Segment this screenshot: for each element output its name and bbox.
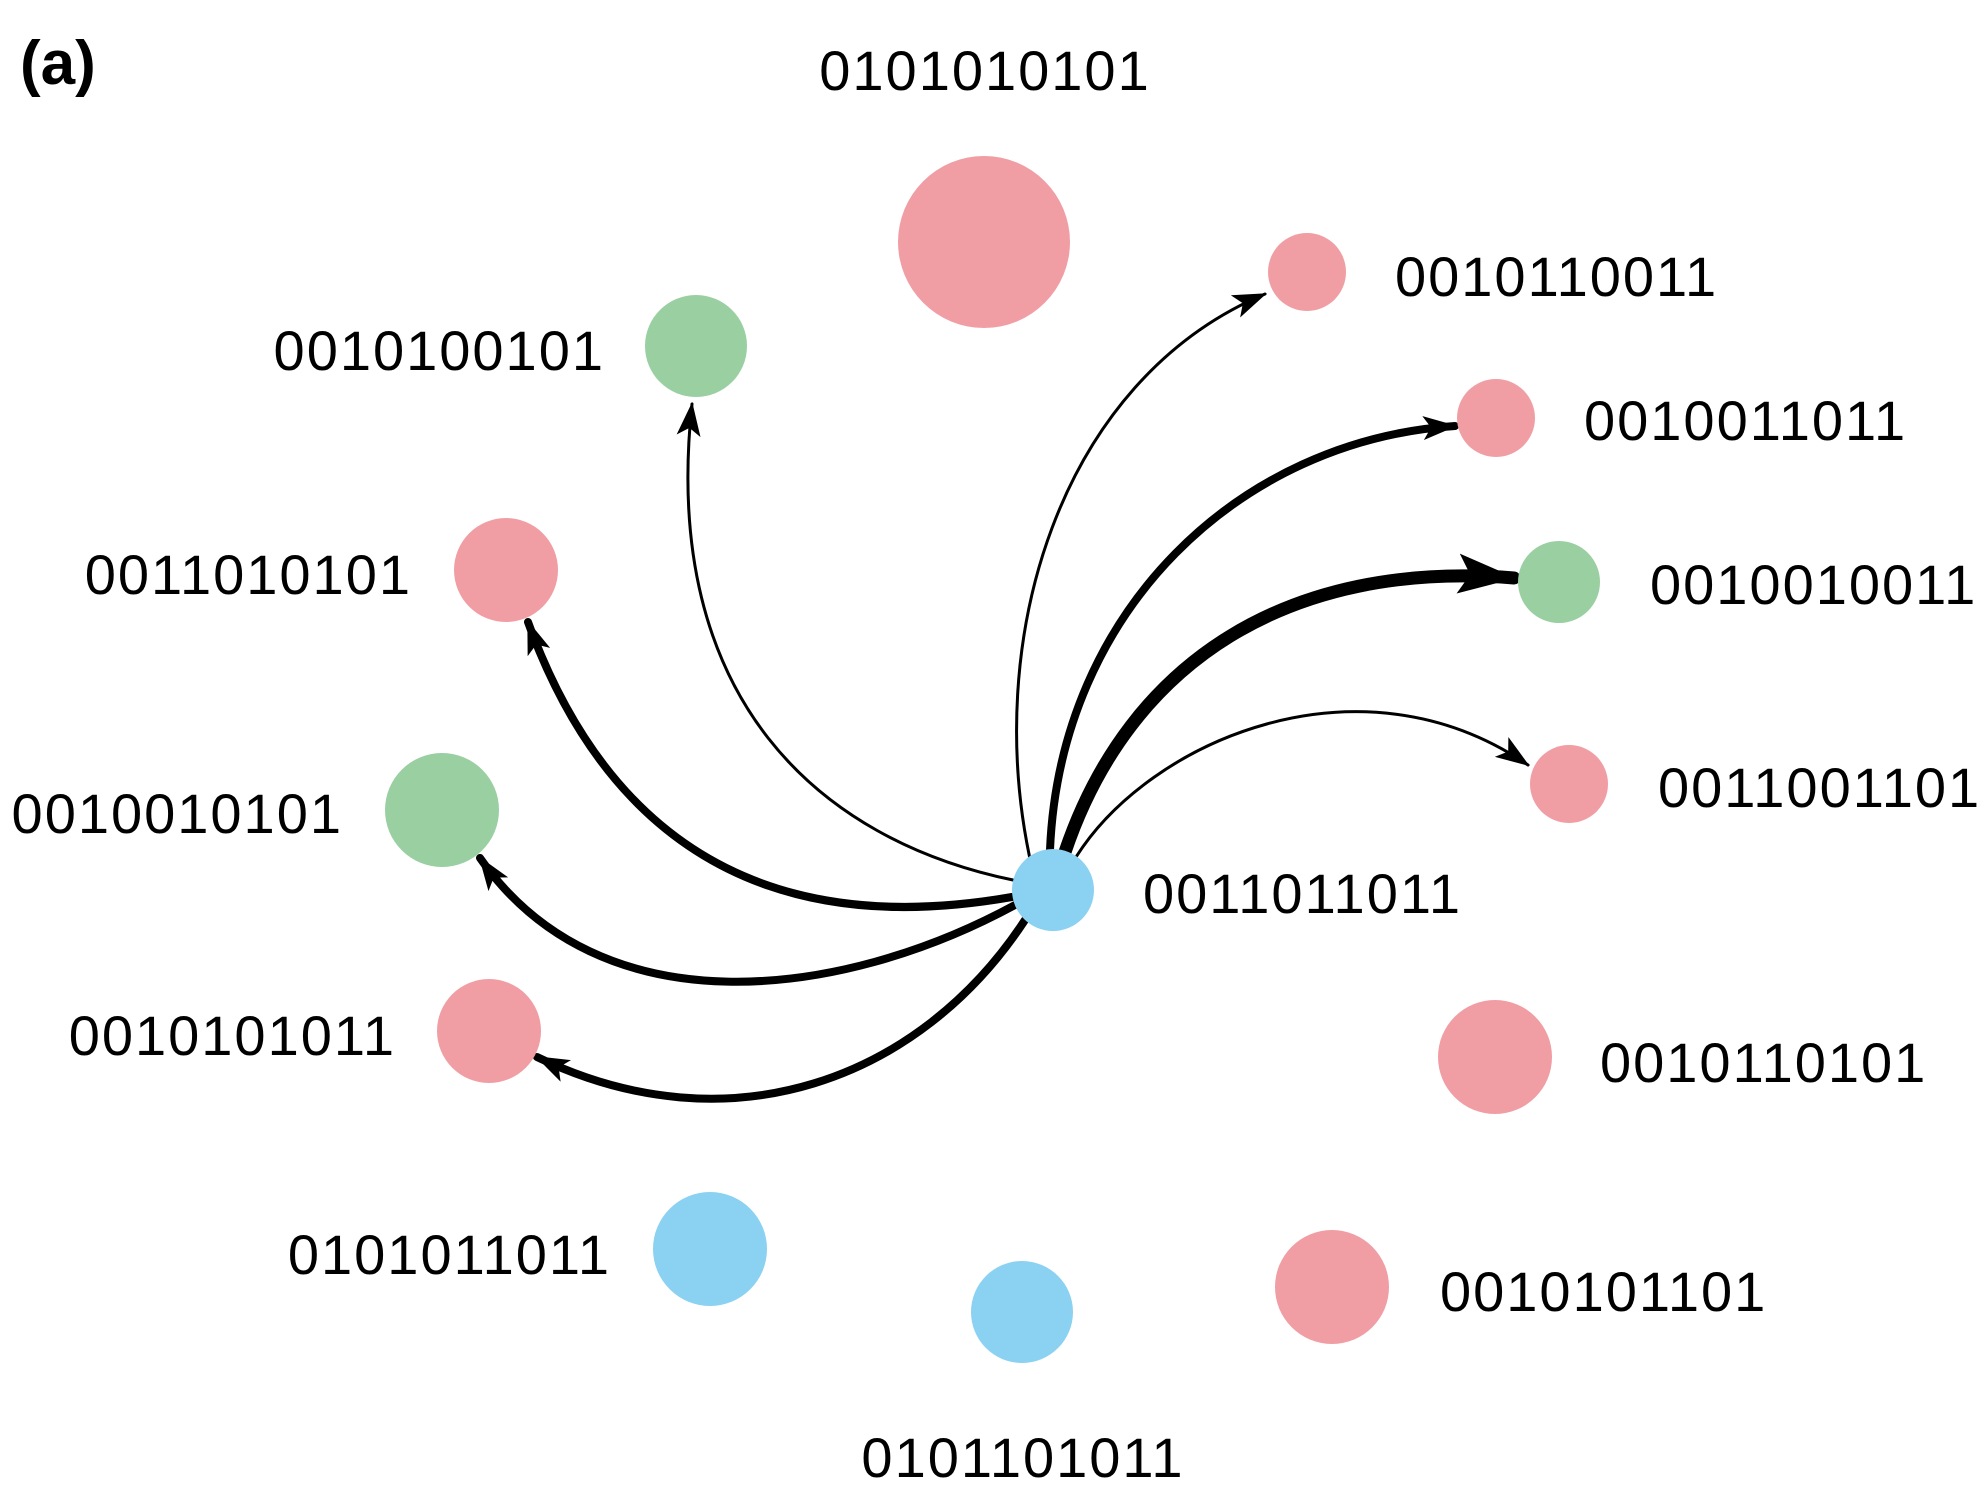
edge-0011011011-to-0011010101 [476,854,1019,986]
node-label-0101101011: 0101101011 [861,1426,1184,1489]
edge-0011011011-to-0010100101 [676,402,1015,882]
panel-label: (a) [20,29,96,98]
node-0101010101 [898,156,1070,328]
node-label-0010110011: 0010110011 [1395,245,1718,308]
node-0011001101 [1530,745,1608,823]
node-0010011011 [1457,379,1535,457]
node-label-0011001101: 0011001101 [1658,756,1981,819]
edge-0011011011-to-0010010011 [1058,553,1521,859]
node-0011010101 [454,518,558,622]
node-label-0010110101: 0010110101 [1600,1031,1927,1094]
nodes-layer [385,156,1608,1363]
node-0010110101 [1438,1000,1552,1114]
edge-0011011011-to-0011001101 [1074,710,1530,859]
node-0010101011 [437,979,541,1083]
edge-0011011011-to-0010011011 [1046,416,1459,854]
node-label-0010101101: 0010101101 [1440,1260,1767,1323]
node-label-0011010101: 0011010101 [85,543,412,606]
node-0010010011 [1518,541,1600,623]
node-0010101101 [1275,1230,1389,1344]
node-label-0010101011: 0010101011 [69,1004,396,1067]
node-0101011011 [653,1192,767,1306]
edge-0011011011-to-0010101011 [533,916,1029,1103]
node-0010110011 [1268,233,1346,311]
node-label-0010010101: 0010010101 [12,782,343,845]
node-label-0010011011: 0010011011 [1584,389,1907,452]
node-label-0011011011: 0011011011 [1143,862,1462,925]
node-label-0101011011: 0101011011 [288,1223,611,1286]
node-label-0101010101: 0101010101 [819,39,1150,102]
node-label-0010100101: 0010100101 [274,319,605,382]
node-label-0010010011: 0010010011 [1650,553,1977,616]
node-0011011011 [1012,849,1094,931]
edge-0011011011-to-0010010101 [524,618,1016,912]
node-0010010101 [385,753,499,867]
edges-layer [476,292,1530,1103]
node-0101101011 [971,1261,1073,1363]
edge-0011011011-to-0010110011 [1015,292,1267,870]
labels-layer: 0101010101 0010110011 0010100101 0010011011… [12,39,1981,1489]
node-0010100101 [645,295,747,397]
